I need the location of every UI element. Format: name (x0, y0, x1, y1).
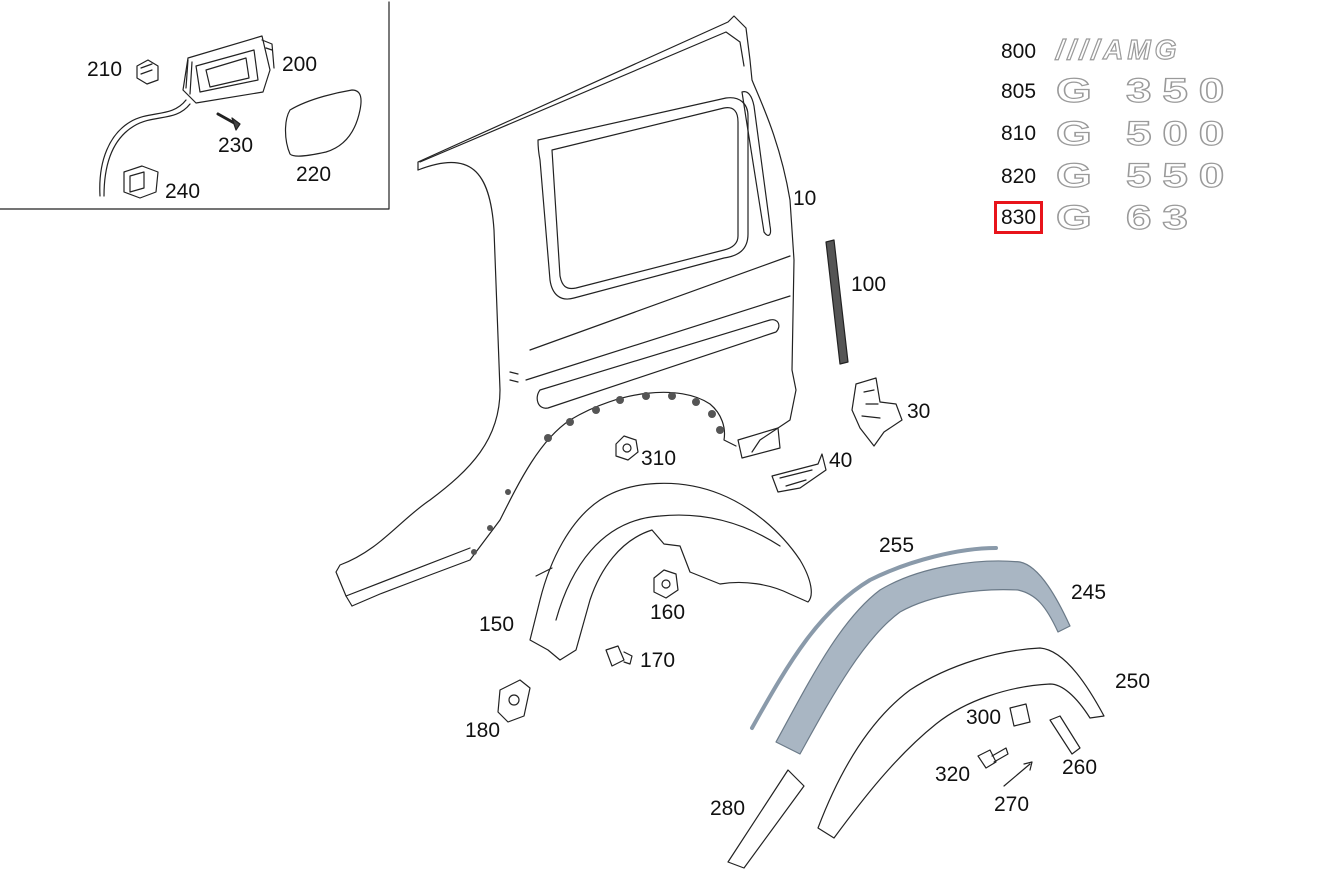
callout-320[interactable]: 320 (935, 763, 971, 786)
holder-part (123, 165, 159, 199)
callout-220[interactable]: 220 (296, 163, 332, 186)
callout-800[interactable]: 800 (1001, 40, 1037, 63)
callout-100[interactable]: 100 (851, 273, 887, 296)
arch-fasteners (471, 392, 724, 555)
seal-strip (825, 239, 849, 365)
callout-170[interactable]: 170 (640, 649, 676, 672)
callout-10[interactable]: 10 (793, 187, 817, 210)
callout-805[interactable]: 805 (1001, 80, 1037, 103)
wheel-liner (529, 482, 812, 661)
actuator-part (136, 59, 159, 85)
callout-245[interactable]: 245 (1071, 581, 1107, 604)
trim-280 (727, 769, 805, 869)
part-260 (1049, 715, 1081, 755)
callout-255[interactable]: 255 (879, 534, 915, 557)
callout-160[interactable]: 160 (650, 601, 686, 624)
screw-320 (977, 747, 1009, 769)
flare-base (817, 647, 1105, 839)
fuel-flap (284, 89, 362, 157)
callout-40[interactable]: 40 (829, 449, 853, 472)
clip-180 (497, 679, 531, 723)
callout-150[interactable]: 150 (479, 613, 515, 636)
callout-830-highlighted[interactable]: 830 (993, 201, 1044, 234)
callout-210[interactable]: 210 (87, 58, 123, 81)
callout-230[interactable]: 230 (218, 134, 254, 157)
callout-240[interactable]: 240 (165, 180, 201, 203)
g350-badge: G 350 (1055, 71, 1236, 110)
screw-part (216, 112, 241, 131)
side-panel (335, 15, 797, 607)
rivet-270 (1003, 761, 1033, 787)
callout-250[interactable]: 250 (1115, 670, 1151, 693)
g500-badge: G 500 (1055, 114, 1236, 153)
callout-180[interactable]: 180 (465, 719, 501, 742)
g63-badge: G 63 (1055, 198, 1199, 237)
fuel-filler-housing (182, 35, 275, 104)
amg-badge: ////AMG (1055, 33, 1181, 65)
callout-200[interactable]: 200 (282, 53, 318, 76)
fuel-hose (99, 99, 187, 197)
panel-bracket (737, 427, 781, 459)
callout-310[interactable]: 310 (641, 447, 677, 470)
part-300 (1009, 703, 1031, 727)
g550-badge: G 550 (1055, 156, 1236, 195)
trim-strip (750, 546, 998, 730)
inset-frame (0, 1, 390, 210)
callout-820[interactable]: 820 (1001, 165, 1037, 188)
callout-280[interactable]: 280 (710, 797, 746, 820)
callout-30[interactable]: 30 (907, 400, 931, 423)
bracket-30 (851, 377, 903, 447)
bracket-40 (771, 453, 827, 493)
nut-160 (653, 569, 679, 599)
callout-810[interactable]: 810 (1001, 122, 1037, 145)
nut-310 (615, 435, 639, 461)
clip-170 (605, 645, 633, 667)
fender-flare (775, 560, 1071, 755)
callout-260[interactable]: 260 (1062, 756, 1098, 779)
callout-270[interactable]: 270 (994, 793, 1030, 816)
callout-300[interactable]: 300 (966, 706, 1002, 729)
